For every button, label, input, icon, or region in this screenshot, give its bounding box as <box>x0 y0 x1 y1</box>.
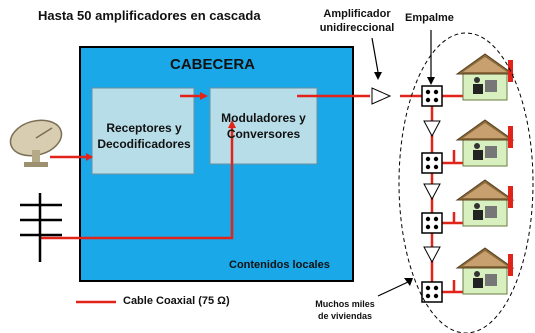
legend-label: Cable Coaxial (75 Ω) <box>123 295 230 307</box>
splice-box-icon <box>421 85 443 107</box>
amplifier-icon <box>423 183 441 201</box>
receivers-label: Receptores y Decodificadores <box>94 120 194 152</box>
splice-label: Empalme <box>405 12 454 24</box>
amplifier-icon <box>423 246 441 264</box>
amplifier-icon <box>423 120 441 138</box>
modulators-box <box>209 87 318 165</box>
modulators-line-2: Conversores <box>226 127 301 141</box>
satellite-dish-icon <box>9 119 63 167</box>
amplifier-icon <box>371 87 392 105</box>
modulators-line-1: Moduladores y <box>221 111 306 125</box>
amplifier-line-2: unidireccional <box>319 22 395 34</box>
receivers-line-1: Receptores y <box>106 121 182 135</box>
modulators-label: Moduladores y Conversores <box>210 110 317 142</box>
splice-box-icon <box>421 152 443 174</box>
amplifier-label: Amplificador unidireccional <box>312 7 402 35</box>
house-icon <box>455 179 515 227</box>
house-icon <box>455 247 515 295</box>
homes-line-2: de viviendas <box>317 311 373 321</box>
homes-label: Muchos miles de viviendas <box>300 298 390 322</box>
house-icon <box>455 119 515 167</box>
page-title: Hasta 50 amplificadores en cascada <box>38 8 261 23</box>
house-icon <box>455 53 515 101</box>
receivers-line-2: Decodificadores <box>97 137 191 151</box>
headend-label: CABECERA <box>170 56 256 73</box>
amplifier-line-1: Amplificador <box>323 8 391 20</box>
receivers-box <box>91 87 195 175</box>
homes-area <box>398 32 534 333</box>
local-content-label: Contenidos locales <box>229 259 330 271</box>
antenna-icon <box>20 193 62 262</box>
splice-box-icon <box>421 281 443 303</box>
homes-line-1: Muchos miles <box>315 299 375 309</box>
splice-box-icon <box>421 212 443 234</box>
